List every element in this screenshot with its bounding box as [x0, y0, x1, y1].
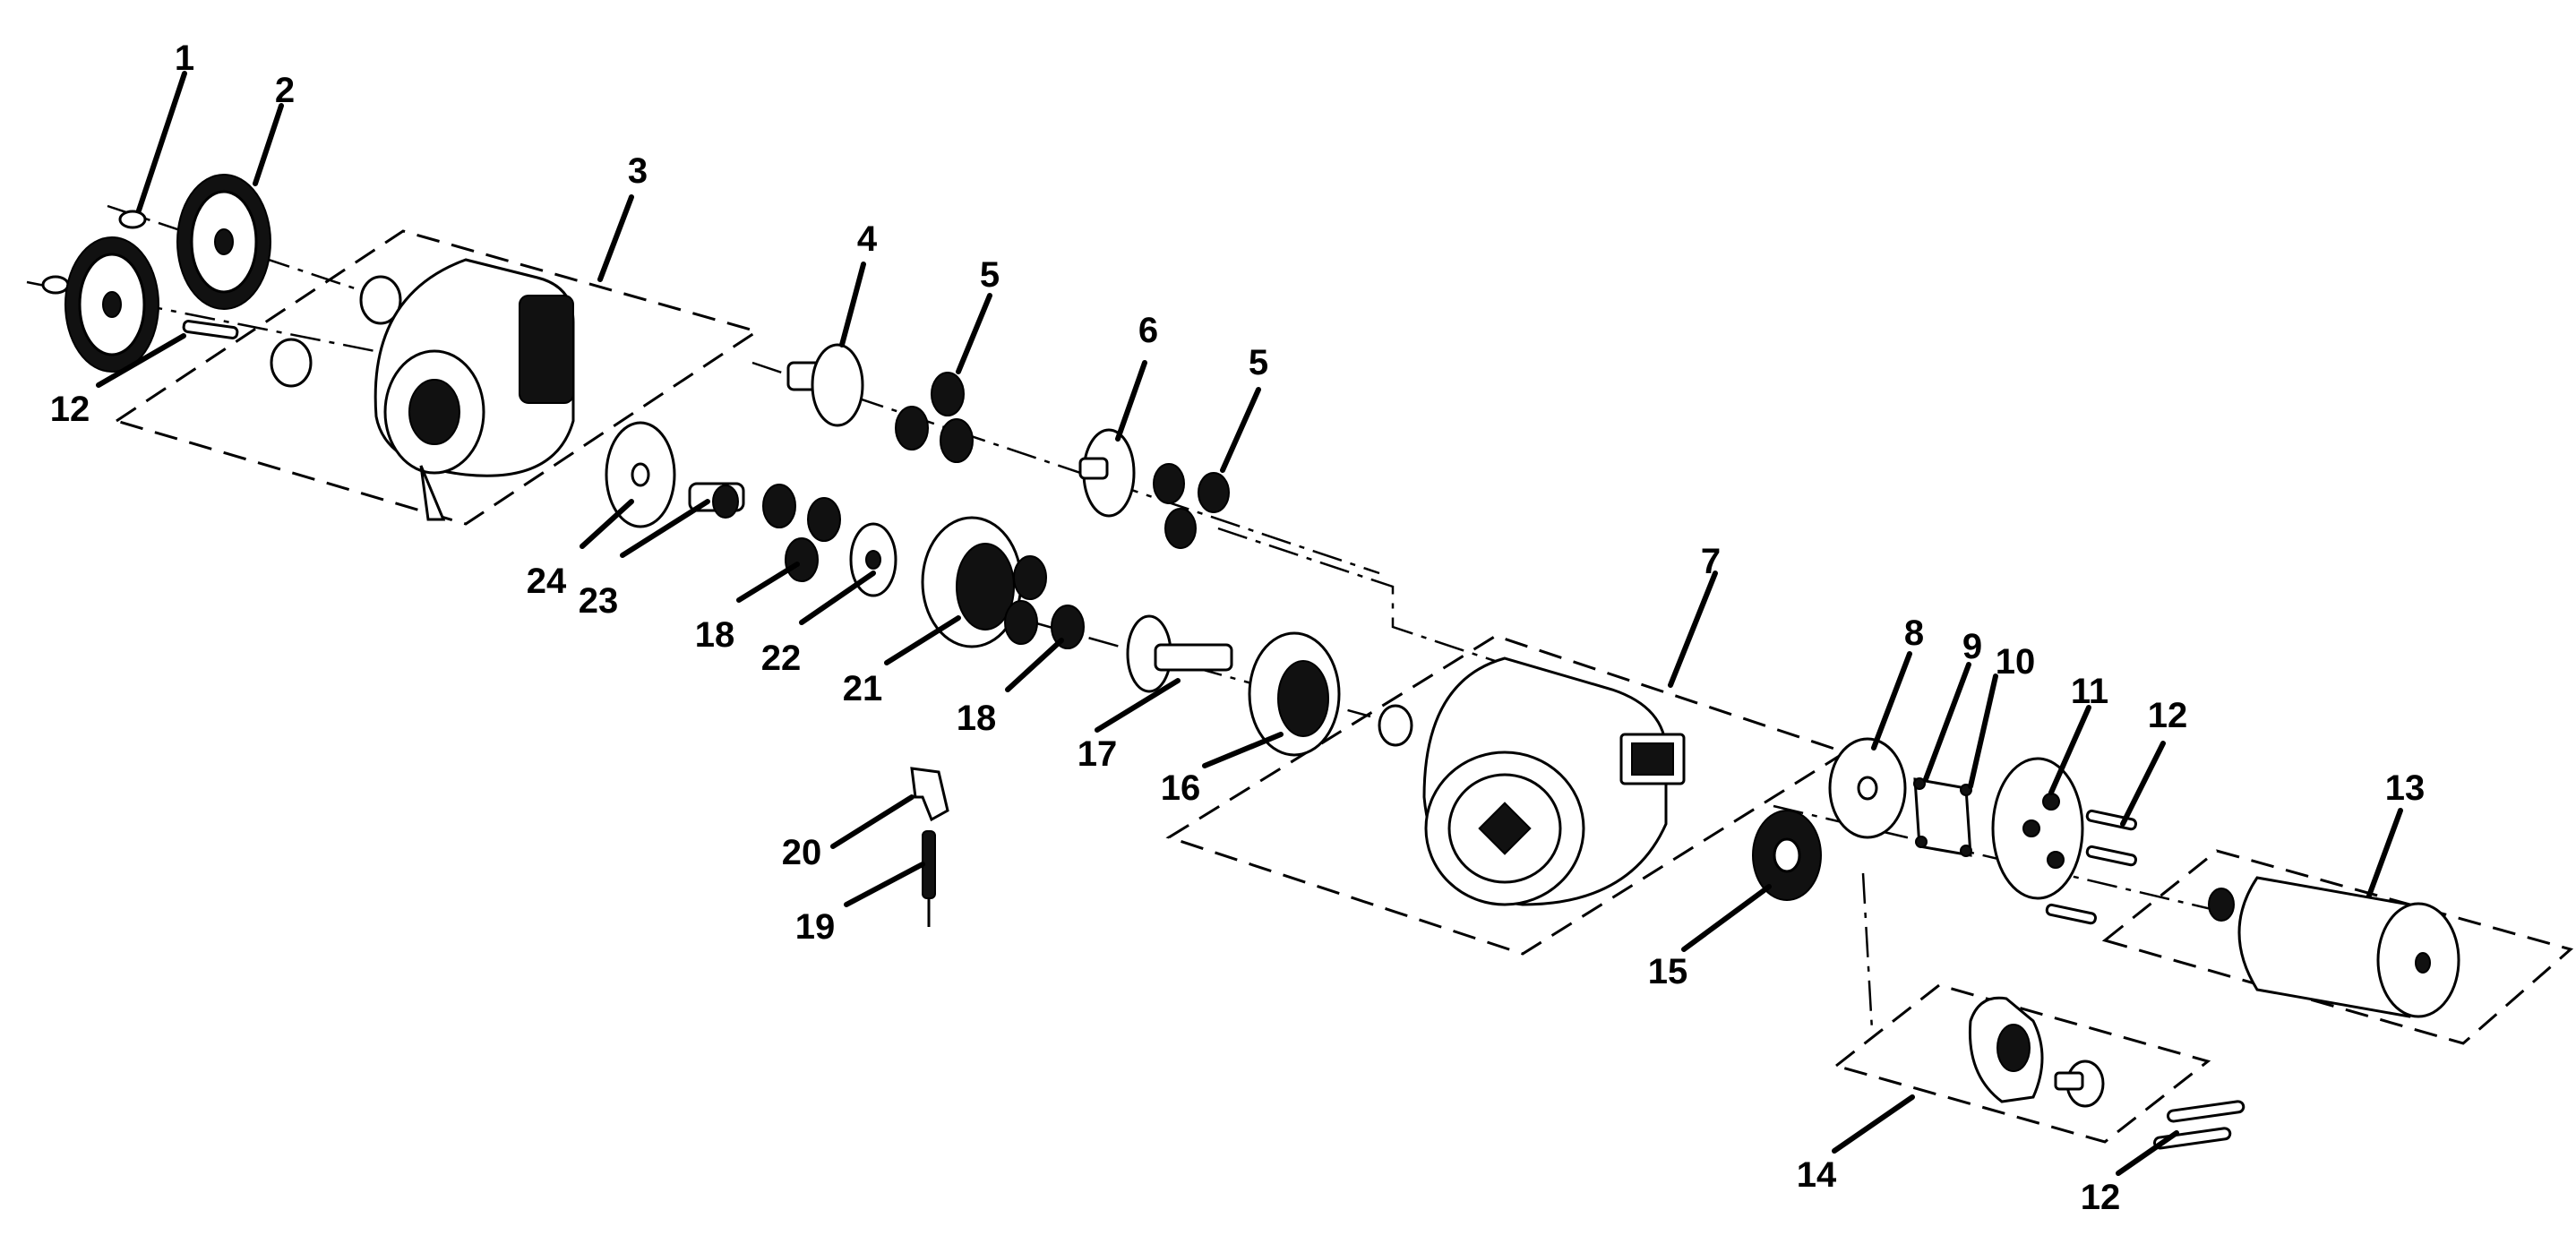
callout-15: 15	[1648, 952, 1688, 991]
part-20-latch	[910, 767, 949, 822]
callout-23: 23	[579, 581, 619, 621]
part-13-motor	[2208, 876, 2460, 1018]
callout-2: 2	[275, 71, 295, 110]
group-outlines	[113, 229, 2574, 1144]
part-24-washer	[605, 421, 676, 528]
part-12-pins-bottom	[2152, 1100, 2245, 1150]
group-outline-13	[2101, 849, 2574, 1045]
callout-13: 13	[2385, 768, 2426, 808]
callout-16: 16	[1161, 768, 1201, 808]
callout-20: 20	[782, 833, 822, 872]
callout-8: 8	[1904, 613, 1924, 653]
callout-11: 11	[2071, 672, 2108, 711]
part-6-carrier	[1078, 428, 1136, 518]
part-23-shaft	[688, 482, 745, 519]
part-16-ring-gear	[1248, 631, 1341, 757]
part-2-gear-pair	[64, 174, 271, 373]
callout-18a: 18	[695, 615, 735, 655]
leader-lines	[96, 71, 2403, 1176]
callout-24: 24	[527, 562, 567, 601]
group-outline-7	[1165, 634, 1849, 956]
part-5-planet-gears-a	[895, 372, 974, 463]
part-11-end-cap	[1991, 757, 2084, 900]
part-5-planet-gears-b	[1153, 463, 1230, 549]
assembly-axes	[26, 204, 2231, 1031]
part-19-spring	[922, 830, 936, 927]
part-7-main-housing	[1378, 656, 1686, 906]
part-14-sub-motor	[1968, 996, 2105, 1108]
part-18-planet-gears-a	[762, 484, 841, 582]
callout-7: 7	[1701, 542, 1721, 581]
part-4-carrier	[786, 343, 864, 427]
callout-labels: 1 2 3 4 5 6 5 12 24 23 18 22 21 18 17 16…	[50, 39, 2426, 1217]
callout-1: 1	[175, 39, 194, 78]
callout-14: 14	[1797, 1155, 1837, 1195]
callout-12a: 12	[50, 390, 90, 429]
callout-12b: 12	[2148, 696, 2188, 735]
callout-5a: 5	[980, 255, 1000, 295]
part-17-output-shaft	[1126, 614, 1233, 693]
callout-10: 10	[1996, 642, 2036, 682]
callout-6: 6	[1138, 311, 1158, 350]
callout-19: 19	[795, 907, 836, 947]
callout-5b: 5	[1249, 343, 1268, 382]
callout-17: 17	[1078, 734, 1118, 774]
group-outline-14	[1833, 983, 2211, 1144]
callout-21: 21	[843, 669, 883, 708]
part-9-10-plate	[1913, 777, 1972, 857]
part-8-gasket	[1828, 737, 1907, 839]
callout-18b: 18	[957, 699, 997, 738]
callout-4: 4	[857, 219, 878, 259]
part-15-pinion-gear	[1752, 810, 1822, 901]
callout-12c: 12	[2081, 1178, 2121, 1217]
part-12-pin-left	[182, 320, 239, 339]
callout-9: 9	[1962, 627, 1982, 666]
part-12-screws-right	[2045, 809, 2137, 925]
group-outline-3	[113, 229, 760, 526]
callout-22: 22	[761, 639, 802, 678]
part-18-planet-gears-b	[1004, 555, 1085, 649]
callout-3: 3	[628, 151, 648, 191]
part-3-gear-housing	[270, 258, 575, 521]
